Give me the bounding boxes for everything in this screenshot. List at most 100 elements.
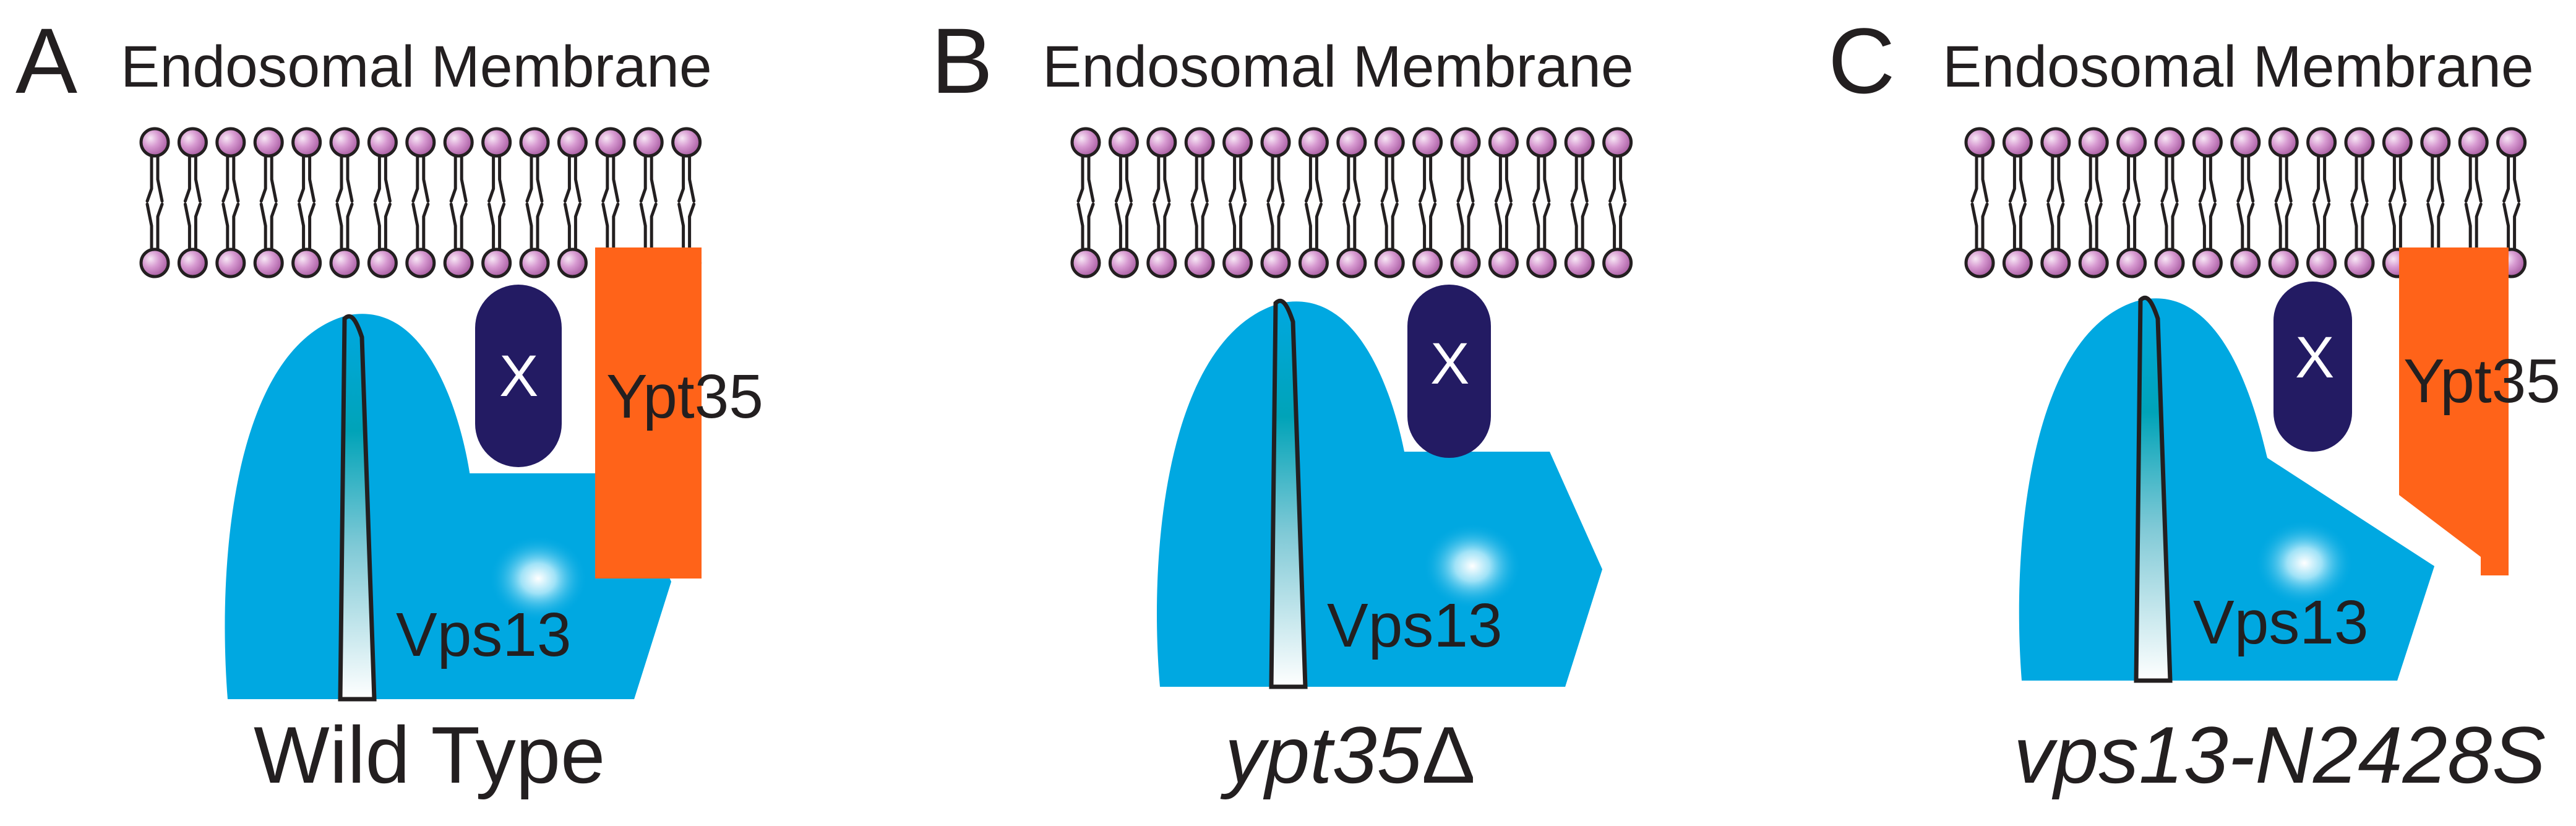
lipid-head [405,127,436,158]
vps13-label: Vps13 [396,600,572,669]
lipid-head [253,127,284,158]
vps13-label: Vps13 [2193,588,2369,657]
x-protein [2273,282,2352,452]
lipid-head [2268,247,2299,278]
membrane [1964,127,2527,278]
x-label: X [499,343,538,409]
lipid-head [443,127,474,158]
lipid-head [2306,127,2337,158]
lipid-head [2116,247,2147,278]
lipid-head [405,247,436,278]
lipid-head [177,247,208,278]
lipid-head [481,247,512,278]
vps13-label: Vps13 [1327,591,1503,660]
lipid-head [1260,127,1291,158]
lipid-head [1602,127,1633,158]
lipid-head [1526,127,1557,158]
lipid-head [253,247,284,278]
lipid-head [2192,127,2223,158]
x-protein [475,285,562,467]
lipid-head [2344,127,2375,158]
lipid-head [367,127,398,158]
lipid-head [1108,127,1139,158]
lipid-head [215,127,246,158]
lipid-head [1564,247,1595,278]
panel-a: A Endosomal Membrane Vps13 X Ypt35 Wild … [15,9,763,800]
vps13-protein [2019,295,2434,683]
lipid-head [177,127,208,158]
lipid-head [1184,127,1215,158]
lipid-head [2496,127,2527,158]
lipid-head [2154,127,2185,158]
lipid-head [329,247,360,278]
lipid-head [2002,127,2033,158]
lipid-head [291,127,322,158]
lipid-head [443,247,474,278]
ypt35-label: Ypt35 [2403,346,2561,416]
lipid-head [1412,247,1443,278]
lipid-head [2458,127,2489,158]
panel-caption: vps13-N2428S [2014,710,2546,800]
panel-letter: A [15,9,77,113]
lipid-head [215,247,246,278]
lipid-head [291,247,322,278]
x-label: X [1430,331,1469,397]
panel-caption: ypt35Δ [1220,710,1475,800]
lipid-head [595,127,626,158]
lipid-head [2268,127,2299,158]
lipid-head [2040,247,2071,278]
lipid-head [671,127,702,158]
panel-caption: Wild Type [254,710,605,800]
x-label: X [2295,325,2334,390]
lipid-head [1222,247,1253,278]
lipid-head [139,247,170,278]
lipid-head [1070,127,1101,158]
lipid-head [1602,247,1633,278]
lipid-head [1450,247,1481,278]
panel-b: B Endosomal Membrane Vps13 X ypt35Δ [931,9,1634,800]
lipid-head [1260,247,1291,278]
lipid-head [1564,127,1595,158]
lipid-head [481,127,512,158]
lipid-head [2002,247,2033,278]
lipid-head [1526,247,1557,278]
lipid-head [2230,127,2261,158]
panel-title: Endosomal Membrane [1943,34,2534,100]
lipid-head [1070,247,1101,278]
lipid-head [1108,247,1139,278]
lipid-head [519,127,550,158]
lipid-head [2040,127,2071,158]
lipid-head [557,247,588,278]
lipid-head [1488,247,1519,278]
lipid-head [1184,247,1215,278]
lipid-head [1336,247,1367,278]
vps13-protein [1156,298,1602,689]
ypt35-protein [595,247,702,579]
lipid-head [1222,127,1253,158]
lipid-head [519,247,550,278]
lipid-head [2382,127,2413,158]
lipid-head [367,247,398,278]
panel-c: C Endosomal Membrane Vps13 X Ypt35 vps13… [1828,9,2561,800]
lipid-head [139,127,170,158]
ypt35-label: Ypt35 [606,362,763,431]
membrane [1070,127,1633,278]
lipid-head [1964,127,1995,158]
lipid-head [2306,247,2337,278]
lipid-head [2192,247,2223,278]
lipid-head [1450,127,1481,158]
lipid-head [1412,127,1443,158]
lipid-head [1146,247,1177,278]
panel-title: Endosomal Membrane [121,34,712,100]
lipid-head [1374,247,1405,278]
lipid-head [1298,127,1329,158]
lipid-head [1374,127,1405,158]
lipid-head [633,127,664,158]
lipid-head [2154,247,2185,278]
lipid-head [1964,247,1995,278]
lipid-head [2116,127,2147,158]
panel-letter: C [1828,9,1895,113]
ypt35-protein [2399,247,2509,575]
lipid-head [1488,127,1519,158]
